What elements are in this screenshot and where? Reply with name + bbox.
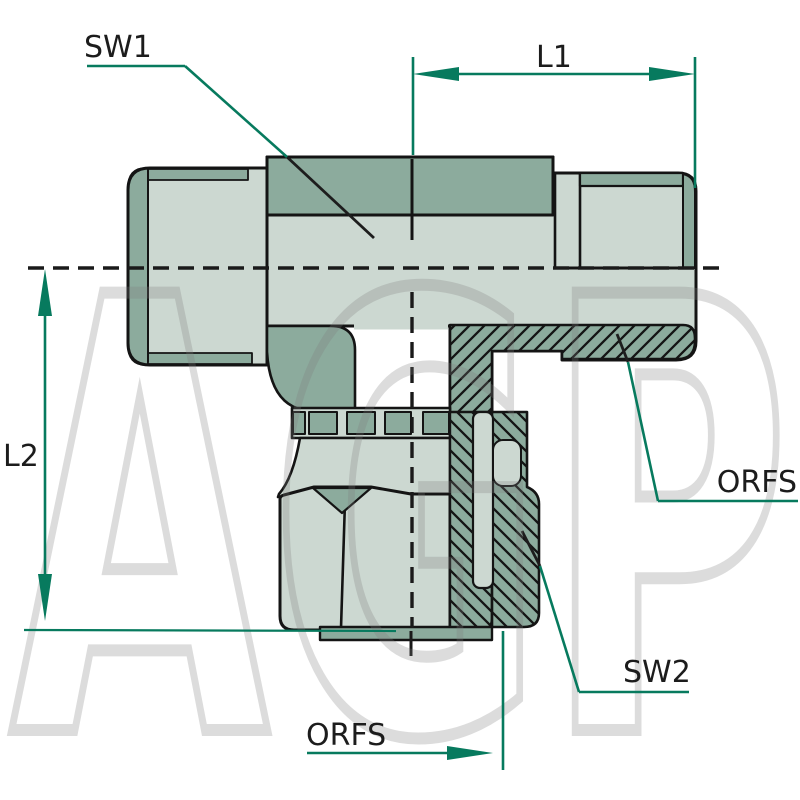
label-l2: L2 <box>3 439 39 474</box>
sw1-leader-on-part <box>286 155 375 240</box>
label-orfs-side: ORFS <box>717 465 797 500</box>
orfs-bottom-arrowhead <box>447 746 493 760</box>
fitting-body <box>126 155 698 642</box>
orfs-bottom-dimension <box>307 631 505 770</box>
l2-ext-bottom <box>23 628 397 633</box>
labels: SW1 L1 L2 ORFS SW2 ORFS <box>3 30 797 753</box>
sw2-leader <box>538 565 689 694</box>
l1-arrowhead-left <box>413 67 459 81</box>
nut-facet-line <box>339 500 347 629</box>
hex-band <box>265 155 555 217</box>
centerlines <box>28 266 728 656</box>
l1-dimension <box>411 57 697 188</box>
leg-opening <box>354 322 448 330</box>
label-orfs-bottom: ORFS <box>306 718 386 753</box>
knurl-teeth <box>292 411 450 435</box>
orfs-side-tick <box>615 333 630 363</box>
l2-dimension <box>23 269 397 633</box>
watermark: AGP <box>10 173 790 800</box>
nut-chamfer-wedge <box>311 486 373 515</box>
dimensions <box>23 57 798 770</box>
left-cap-outline <box>126 166 269 367</box>
swivel-nut <box>278 485 452 632</box>
nut-seat-notch <box>492 439 522 487</box>
leader-ticks <box>286 155 630 567</box>
l2-arrowhead-top <box>38 269 52 316</box>
l1-arrowhead-right <box>649 67 695 81</box>
l2-arrowhead-bottom <box>38 574 52 621</box>
label-l1: L1 <box>536 40 572 75</box>
label-sw1: SW1 <box>84 30 152 65</box>
sw1-leader <box>87 64 288 158</box>
thread-relief-slot <box>471 410 495 590</box>
sw2-tick <box>520 530 542 567</box>
left-cap-fill <box>128 168 267 365</box>
orfs-side-leader <box>626 361 798 503</box>
label-sw2: SW2 <box>623 655 691 690</box>
